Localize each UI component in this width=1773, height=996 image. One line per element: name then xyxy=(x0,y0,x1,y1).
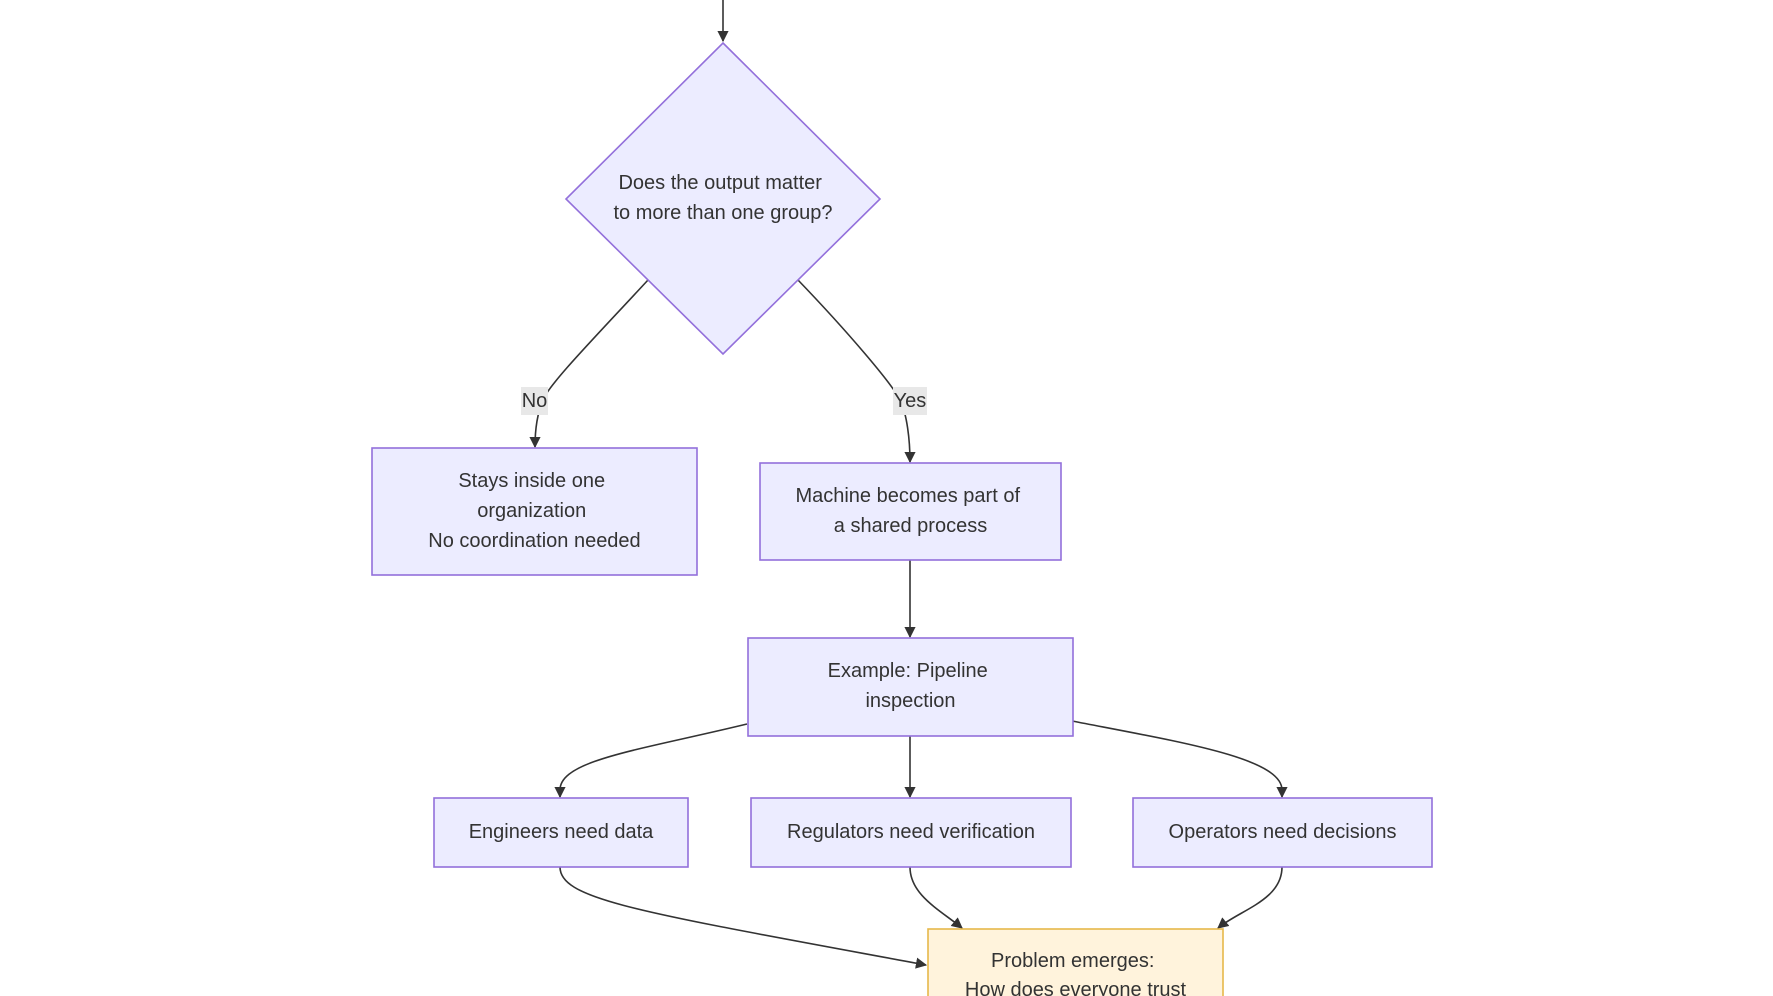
stays-inside-node[interactable]: Stays inside one organization No coordin… xyxy=(371,447,698,576)
edge-example-to-operators xyxy=(1071,720,1288,799)
example-text-line-2: inspection xyxy=(865,690,955,712)
engineers-node[interactable]: Engineers need data xyxy=(433,797,689,868)
edge-label-no-text: No xyxy=(522,390,548,412)
operators-text: Operators need decisions xyxy=(1169,821,1397,843)
edge-operators-to-problem xyxy=(1217,866,1283,929)
decision-text-line-2: to more than one group? xyxy=(613,202,832,224)
shared-process-text-line-1: Machine becomes part of xyxy=(795,485,1020,507)
svg-text:Problem emerges: How doe: Problem emerges: How does everyone trust xyxy=(965,950,1187,996)
decision-text-line-1: Does the output matter xyxy=(618,172,822,194)
stays-inside-text-line-1: Stays inside one xyxy=(458,470,605,492)
problem-text-line-1: Problem emerges: xyxy=(991,950,1154,972)
edge-decision-to-stays-inside xyxy=(529,279,649,449)
svg-text:Stays inside one organiz: Stays inside one organization No coordin… xyxy=(428,470,640,552)
edge-decision-to-shared-process xyxy=(797,279,916,464)
problem-node[interactable]: Problem emerges: How does everyone trust xyxy=(927,928,1224,996)
stays-inside-text-line-3: No coordination needed xyxy=(428,530,640,552)
edge-label-yes-text: Yes xyxy=(894,390,927,412)
operators-node[interactable]: Operators need decisions xyxy=(1132,797,1433,868)
svg-text:Does the output matter t: Does the output matter to more than one … xyxy=(613,172,832,224)
stays-inside-text-line-2: organization xyxy=(477,500,586,522)
svg-text:Machine becomes part of: Machine becomes part of a shared process xyxy=(795,485,1025,537)
shared-process-text-line-2: a shared process xyxy=(834,515,987,537)
shared-process-node[interactable]: Machine becomes part of a shared process xyxy=(759,462,1062,561)
decision-node[interactable]: Does the output matter to more than one … xyxy=(564,41,882,356)
edge-example-to-engineers xyxy=(554,723,748,799)
edge-engineers-to-problem xyxy=(559,866,928,969)
regulators-text: Regulators need verification xyxy=(787,821,1035,843)
edge-regulators-to-problem xyxy=(909,866,963,929)
problem-text-line-2: How does everyone trust xyxy=(965,979,1187,996)
svg-text:Example: Pipeline inspec: Example: Pipeline inspection xyxy=(828,660,994,712)
example-node[interactable]: Example: Pipeline inspection xyxy=(747,637,1074,737)
edge-label-yes: Yes xyxy=(893,387,927,415)
regulators-node[interactable]: Regulators need verification xyxy=(750,797,1072,868)
example-text-line-1: Example: Pipeline xyxy=(828,660,988,682)
engineers-text: Engineers need data xyxy=(469,821,654,843)
edge-label-no: No xyxy=(521,387,548,415)
